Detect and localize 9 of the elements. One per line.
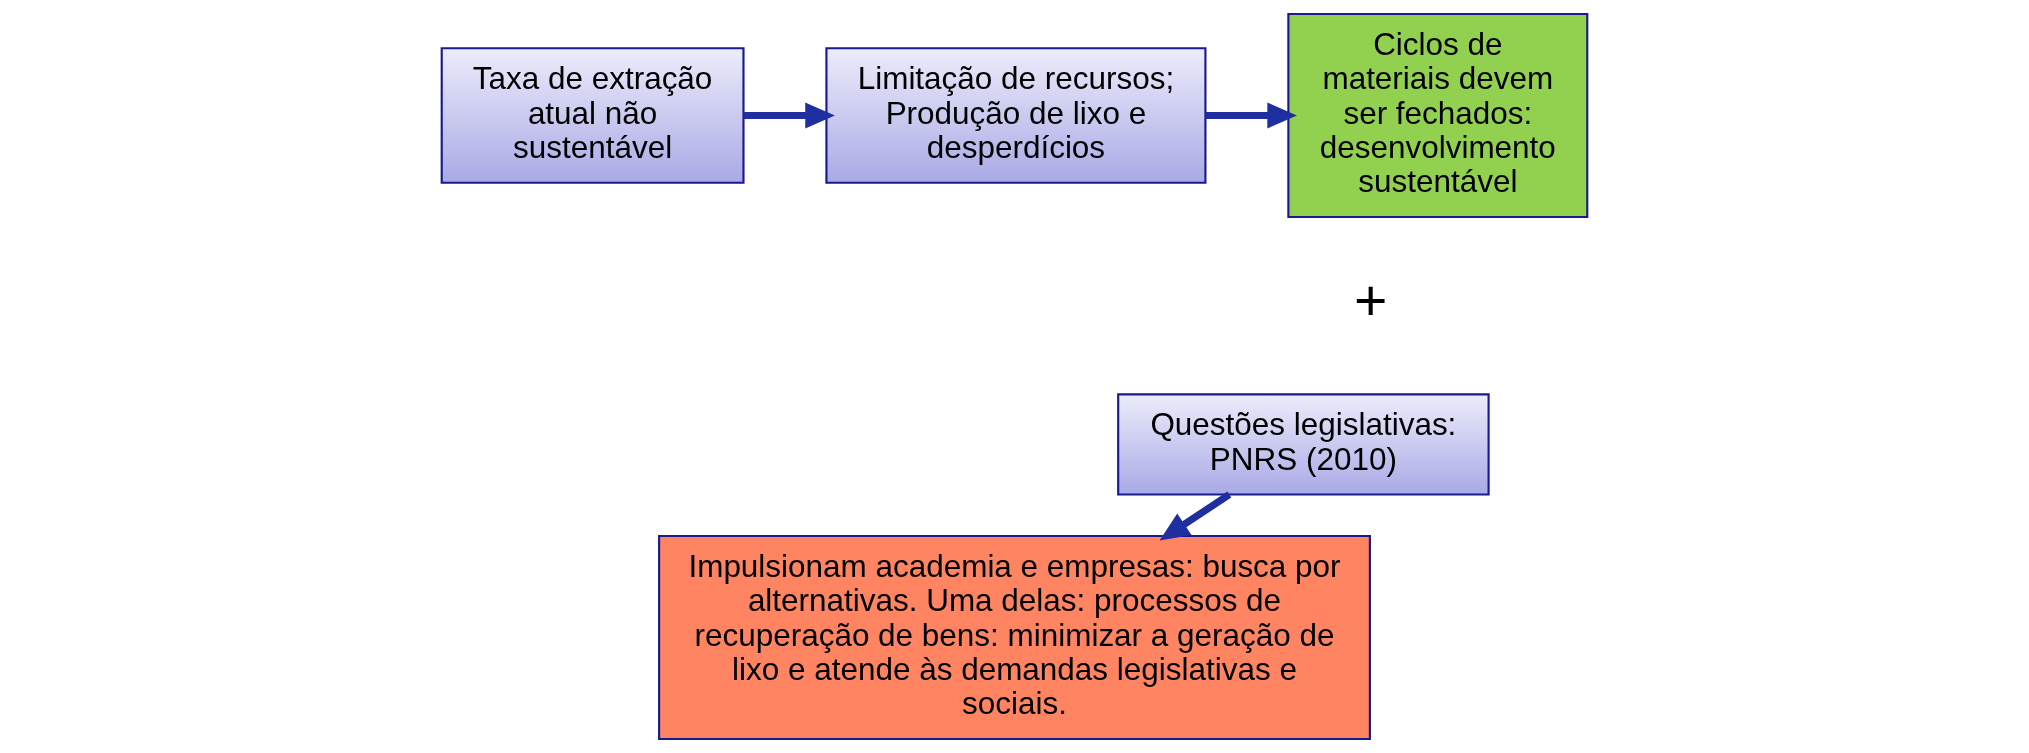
arrow: [743, 102, 835, 129]
node-box: Taxa de extração atual não sustentável: [440, 47, 745, 184]
label: +: [1353, 268, 1388, 333]
arrow: [1205, 102, 1297, 129]
node-box: Impulsionam academia e empresas: busca por alternativas. Uma delas: processos de recuperação de bens: minimizar a geração de lixo e atende às demandas legislativas e sociais.: [658, 534, 1371, 741]
node-box: Ciclos de materiais devem ser fechados: desenvolvimento sustentável: [1287, 12, 1589, 219]
node-box: Questões legislativas: PNRS (2010): [1117, 393, 1490, 496]
node-box: Limitação de recursos; Produção de lixo e desperdícios: [825, 47, 1207, 184]
arrow: [1159, 491, 1232, 541]
